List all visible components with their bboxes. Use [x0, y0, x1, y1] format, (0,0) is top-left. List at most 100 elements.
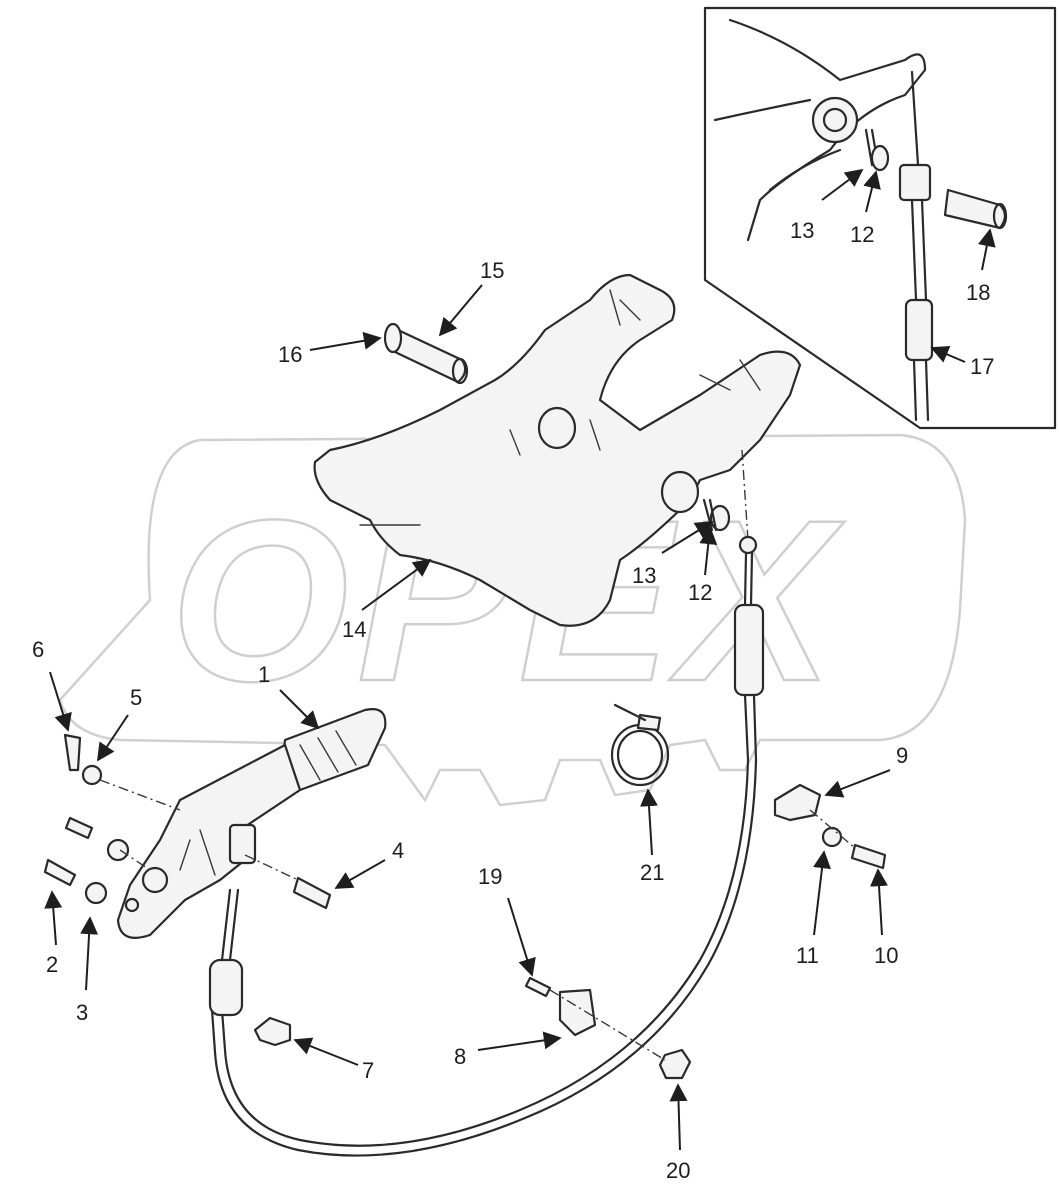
- callout-label: 6: [32, 637, 44, 662]
- bolt-19: [524, 976, 552, 998]
- lever-arm: [116, 743, 302, 939]
- washer-11: [821, 826, 843, 848]
- cable-lower-rod: [220, 888, 240, 962]
- bolt-10: [850, 843, 887, 870]
- callout-13-main: 13: [632, 521, 714, 588]
- callout-label: 11: [796, 943, 819, 968]
- leader-11: [813, 850, 831, 936]
- inset-frame: [703, 6, 1057, 430]
- washer-upper: [106, 838, 130, 862]
- leader-15: [438, 284, 483, 337]
- inset-detail: [703, 6, 1057, 430]
- nut-20: [658, 1048, 692, 1080]
- bracket-9-centerline: [809, 809, 856, 849]
- inset-cable-adjuster: [904, 298, 934, 362]
- inset-clevis-pin-head: [992, 202, 1008, 230]
- callout-label: 17: [970, 354, 994, 379]
- callout-label: 8: [454, 1044, 466, 1069]
- leader-4: [334, 859, 386, 889]
- callout-1: 1: [258, 662, 320, 730]
- brake-bracket-assembly: [313, 273, 802, 627]
- leader-7: [293, 1037, 359, 1066]
- callout-13-inset: 13: [790, 168, 864, 243]
- callout-4: 4: [334, 838, 404, 889]
- bolt-2: [43, 858, 77, 887]
- callout-9: 9: [824, 743, 908, 798]
- inset-rod: [910, 70, 920, 167]
- cable-clamp-group: [524, 976, 692, 1080]
- bracket-body: [313, 273, 802, 627]
- leader-13-main: [661, 521, 714, 554]
- bracket-9: [773, 783, 822, 822]
- callout-label: 1: [258, 662, 270, 687]
- pin-4-centerline: [244, 854, 299, 881]
- watermark-gear-outline: [58, 433, 967, 807]
- fasteners-left: [43, 733, 332, 910]
- callout-15: 15: [438, 258, 504, 337]
- callout-10: 10: [870, 868, 898, 968]
- leader-19: [507, 897, 536, 977]
- lever-hole: [124, 897, 140, 913]
- callout-14: 14: [342, 558, 432, 642]
- callout-label: 16: [278, 342, 302, 367]
- leader-8: [477, 1031, 562, 1051]
- callout-label: 13: [632, 563, 656, 588]
- callout-label: 12: [688, 580, 712, 605]
- leader-12-inset: [863, 170, 881, 213]
- clamp-8: [558, 988, 597, 1037]
- callout-7: 7: [293, 1037, 374, 1083]
- leader-1: [279, 689, 320, 730]
- clevis-pin-15: [393, 328, 467, 384]
- pin-4: [292, 876, 332, 910]
- pin-part-12-13-main: [702, 498, 731, 532]
- cable-upper-end: [738, 535, 758, 555]
- callout-label: 7: [362, 1058, 374, 1083]
- callout-label: 19: [478, 864, 502, 889]
- callout-label: 20: [666, 1158, 690, 1183]
- callout-label: 2: [46, 952, 58, 977]
- callout-18: 18: [966, 228, 996, 305]
- leader-5: [97, 714, 129, 762]
- pin-part-15-16: [383, 322, 469, 385]
- bracket-detail-lines: [359, 289, 761, 526]
- clevis-pin-15-end: [451, 357, 469, 385]
- callout-12-inset: 12: [850, 170, 881, 247]
- leader-3: [80, 916, 99, 991]
- cotter-16: [383, 322, 403, 354]
- leader-9: [824, 769, 891, 798]
- inset-lever-edge: [713, 98, 842, 192]
- fastener-centerline: [99, 779, 181, 871]
- callout-label: 14: [342, 617, 366, 642]
- bracket-pivot-boss-lower: [660, 470, 700, 514]
- leader-18: [977, 228, 996, 271]
- callout-label: 13: [790, 218, 814, 243]
- cable-centerline-upper: [741, 449, 749, 541]
- nut-5: [81, 764, 103, 786]
- callout-17: 17: [930, 346, 994, 379]
- lever-pivot: [141, 866, 169, 894]
- leader-14: [361, 558, 432, 611]
- callout-6: 6: [32, 637, 72, 732]
- callout-label: 5: [130, 685, 142, 710]
- cable-adjuster-lower: [208, 958, 244, 1017]
- callout-11: 11: [796, 850, 831, 968]
- callout-2: 2: [44, 890, 63, 977]
- leader-10: [870, 868, 888, 936]
- lever-cable-clevis: [228, 823, 257, 865]
- leader-17: [930, 346, 966, 363]
- cable-upper-rod: [743, 551, 754, 607]
- clamp-centerline: [549, 989, 666, 1061]
- callout-label: 21: [640, 860, 664, 885]
- bracket-pivot-boss-upper: [537, 406, 577, 450]
- inset-washer: [870, 144, 890, 172]
- callout-8: 8: [454, 1031, 562, 1069]
- callout-label: 10: [874, 943, 898, 968]
- leader-20: [669, 1083, 688, 1151]
- callout-label: 4: [392, 838, 404, 863]
- leader-21: [640, 788, 658, 856]
- bolt-upper-small: [64, 816, 94, 840]
- cable-sheath: [210, 693, 758, 1157]
- tie-strap-21: [610, 703, 670, 787]
